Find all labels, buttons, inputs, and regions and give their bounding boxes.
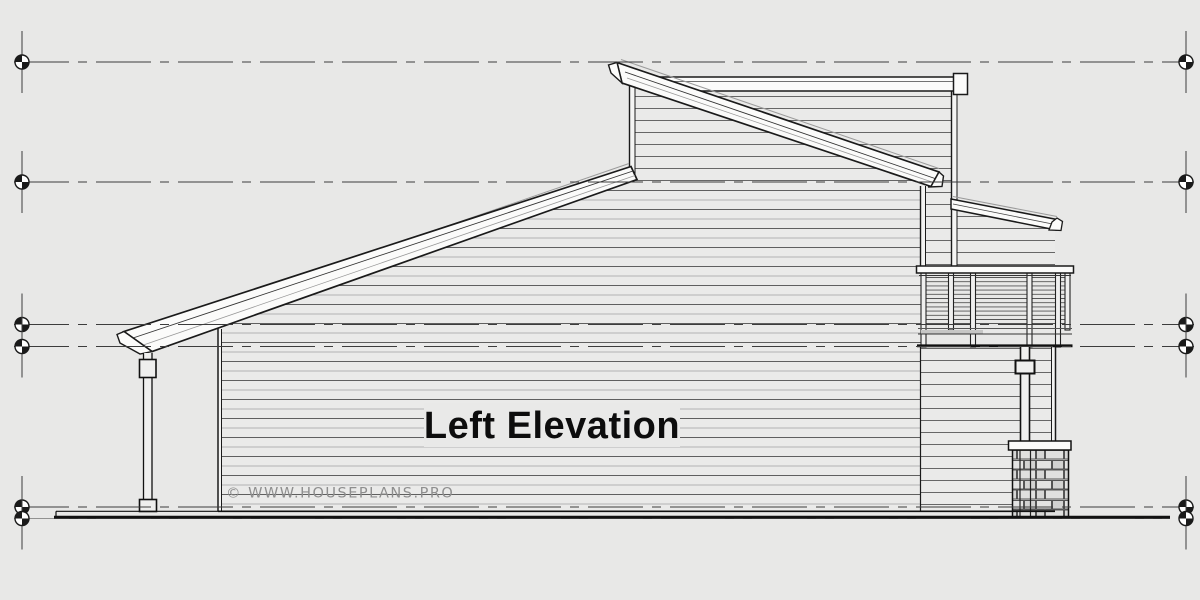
downspout [138,353,158,513]
stone-pier [1007,440,1072,519]
balcony-side-strip-siding [925,186,952,268]
drawing-title: Left Elevation [424,405,680,447]
downspout-collar-bottom [138,498,158,513]
ground [54,510,1170,519]
balcony-railing [915,265,1075,348]
deck-band [917,328,1073,348]
railing-cables [921,277,1069,324]
main-roof [607,59,945,188]
title-knockout [424,403,680,447]
deck-post [1014,347,1036,443]
pier-cap [1007,440,1072,451]
balcony-roof-fascia-end [1048,217,1064,232]
main-roof-right-fascia-end [927,170,945,188]
datum-lines [14,61,1194,520]
balcony-roof [950,196,1064,232]
left-roof-gutter-end [116,330,154,355]
watermark: © WWW.HOUSEPLANS.PRO [226,486,454,502]
main-body-siding [218,178,921,512]
flat-roof-end-cap [952,72,969,96]
post-collar [1014,359,1036,375]
railing-top-rail [915,265,1075,274]
main-roof-left-fascia-end [607,61,624,86]
left-roof [116,163,639,355]
downspout-collar-top [138,358,157,379]
